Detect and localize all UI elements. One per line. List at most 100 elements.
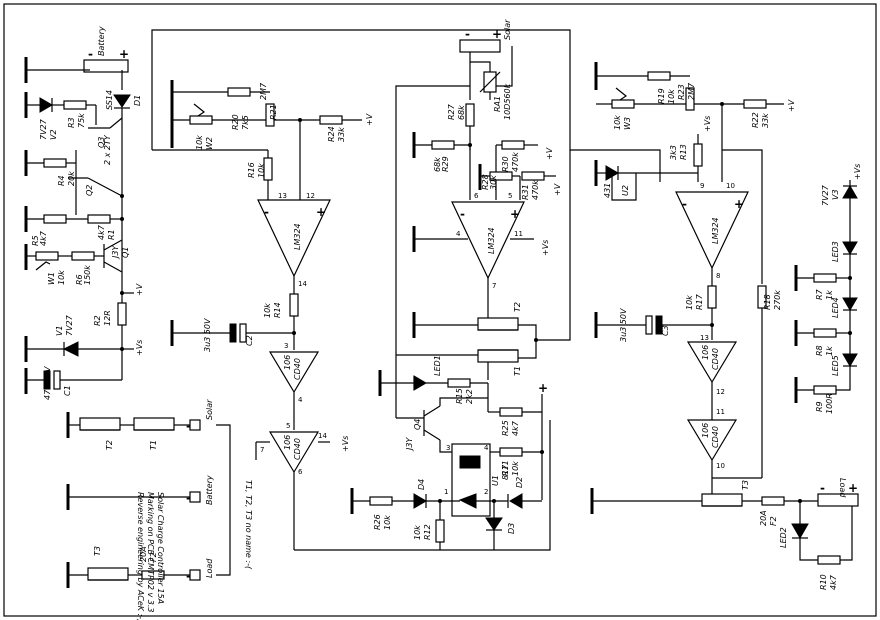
r3-ref: R3 (67, 117, 76, 128)
r24-ref: R24 (327, 126, 336, 142)
r12-ref: R12 (423, 524, 432, 540)
r15-value: 2k2 (465, 389, 474, 404)
c1-value: 47u 25V (43, 366, 52, 400)
f2-value: 20A (759, 510, 768, 526)
v1-ref: V1 (55, 325, 64, 336)
r24-value: 33k (337, 127, 346, 142)
r14-value: 10k (263, 303, 272, 318)
r22-value: 33k (761, 113, 770, 128)
r18-ref: R18 (763, 294, 772, 310)
f2-ref: F2 (769, 516, 778, 526)
u1a-minus: - (264, 205, 269, 219)
r15-resistor (447, 378, 471, 388)
r6-value: 150k (83, 265, 92, 285)
t3-left-mosfet (87, 567, 129, 581)
d2-diode (509, 493, 523, 509)
r31-vplus: +V (553, 183, 562, 196)
u2-value: 431 (603, 183, 612, 198)
v2-value: 7V27 (39, 118, 48, 140)
t1-ref: T1 (513, 366, 522, 376)
r24-resistor (319, 115, 343, 125)
led3-diode (842, 241, 858, 255)
c1-capacitor (43, 370, 51, 390)
r30-ref: R30 (501, 156, 510, 172)
title-note-2: Marking on PCB CMTP02 v 3.3 (146, 492, 155, 613)
q2-value: 2 x 2TY (103, 134, 112, 165)
cd2-ref: CD40 (293, 438, 302, 460)
u1b-pin6: 6 (474, 192, 479, 200)
c3-ref: C3 (661, 325, 670, 336)
d4-ref: D4 (417, 479, 426, 490)
t3-ref: T3 (741, 480, 750, 490)
c3-value: 3u3 50V (619, 308, 628, 342)
cd3-value: 106 (701, 345, 710, 360)
cd3-ref: CD40 (711, 348, 720, 370)
battery-input-section: Battery - + D1 SS14 V2 7V27 R3 75k Q3 2 … (24, 26, 144, 400)
cd1-value: 106 (283, 355, 292, 370)
r29-ref: R29 (441, 156, 450, 172)
r30-value: 470k (511, 152, 520, 172)
r13-ref: R13 (679, 144, 688, 160)
r27-ref: R27 (447, 103, 456, 120)
r16-resistor (263, 157, 273, 181)
solar-connector-left (189, 419, 201, 431)
r17-ref: R17 (695, 293, 704, 310)
cd1-pin4: 4 (298, 396, 303, 404)
led5-diode (842, 353, 858, 367)
r8-ref: R8 (815, 345, 824, 356)
cd40-1-buffer (268, 351, 320, 394)
r6-ref: R6 (75, 274, 84, 285)
t3-mosfet (701, 493, 743, 507)
r10-value: 4k7 (829, 574, 838, 590)
v1-zener (62, 341, 79, 357)
d3-ref: D3 (507, 523, 516, 534)
r5-resistor (43, 214, 67, 224)
cd1-pin3: 3 (284, 342, 288, 350)
cd40-2-buffer (268, 431, 320, 474)
v1-vsplus-label: +Vs (135, 340, 144, 356)
u1b-vsplus: +Vs (541, 240, 550, 256)
solar-top-minus: - (465, 27, 470, 41)
cd40-3-buffer (686, 341, 738, 384)
t2-left-mosfet (79, 417, 121, 431)
cd3-pin13: 13 (700, 334, 709, 342)
r12-resistor (435, 519, 445, 543)
u1c-pin8: 8 (716, 272, 720, 280)
battery-plus-sign: + (119, 47, 129, 61)
r5-value: 4k7 (39, 230, 48, 246)
cd2-pin5: 5 (286, 422, 290, 430)
r4-resistor (43, 158, 67, 168)
r22-ref: R22 (751, 112, 760, 128)
u1a-ref: LM324 (293, 223, 302, 250)
mosfet-note: T1, T2, T3 no name :-( (244, 480, 253, 570)
r30-vplus: +V (545, 147, 554, 160)
r1-ref: R1 (107, 229, 116, 240)
load-left-label: Load (205, 558, 214, 578)
load-right-label: Load (838, 478, 847, 498)
c1-ref: C1 (63, 385, 72, 396)
solar-left-label: Solar (205, 399, 214, 420)
r18-value: 270k (773, 290, 782, 310)
r7-resistor (813, 273, 837, 283)
r14-resistor (289, 293, 299, 317)
r1-value: 4k7 (97, 224, 106, 240)
w3-trimmer (611, 99, 635, 109)
u1c-plus: + (734, 197, 744, 211)
r21-value: 2M7 (259, 82, 268, 100)
led5-ref: LED5 (831, 355, 840, 376)
w3-ref: W3 (623, 117, 632, 130)
r29-resistor (431, 140, 455, 150)
r27-value: 68k (457, 105, 466, 120)
cd2-pin7: 7 (260, 446, 264, 454)
r2-resistor (117, 302, 127, 326)
load-right-plus: + (848, 481, 858, 495)
battery-connector-left (189, 491, 201, 503)
r25-ref: R25 (501, 420, 510, 436)
c3-capacitor (645, 315, 653, 335)
u1b-ref: LM324 (487, 227, 496, 254)
r27-resistor (465, 103, 475, 127)
f2-left-value: 20A (139, 546, 148, 562)
battery-left-label: Battery (205, 475, 214, 505)
solar-top-plus: + (492, 27, 502, 41)
